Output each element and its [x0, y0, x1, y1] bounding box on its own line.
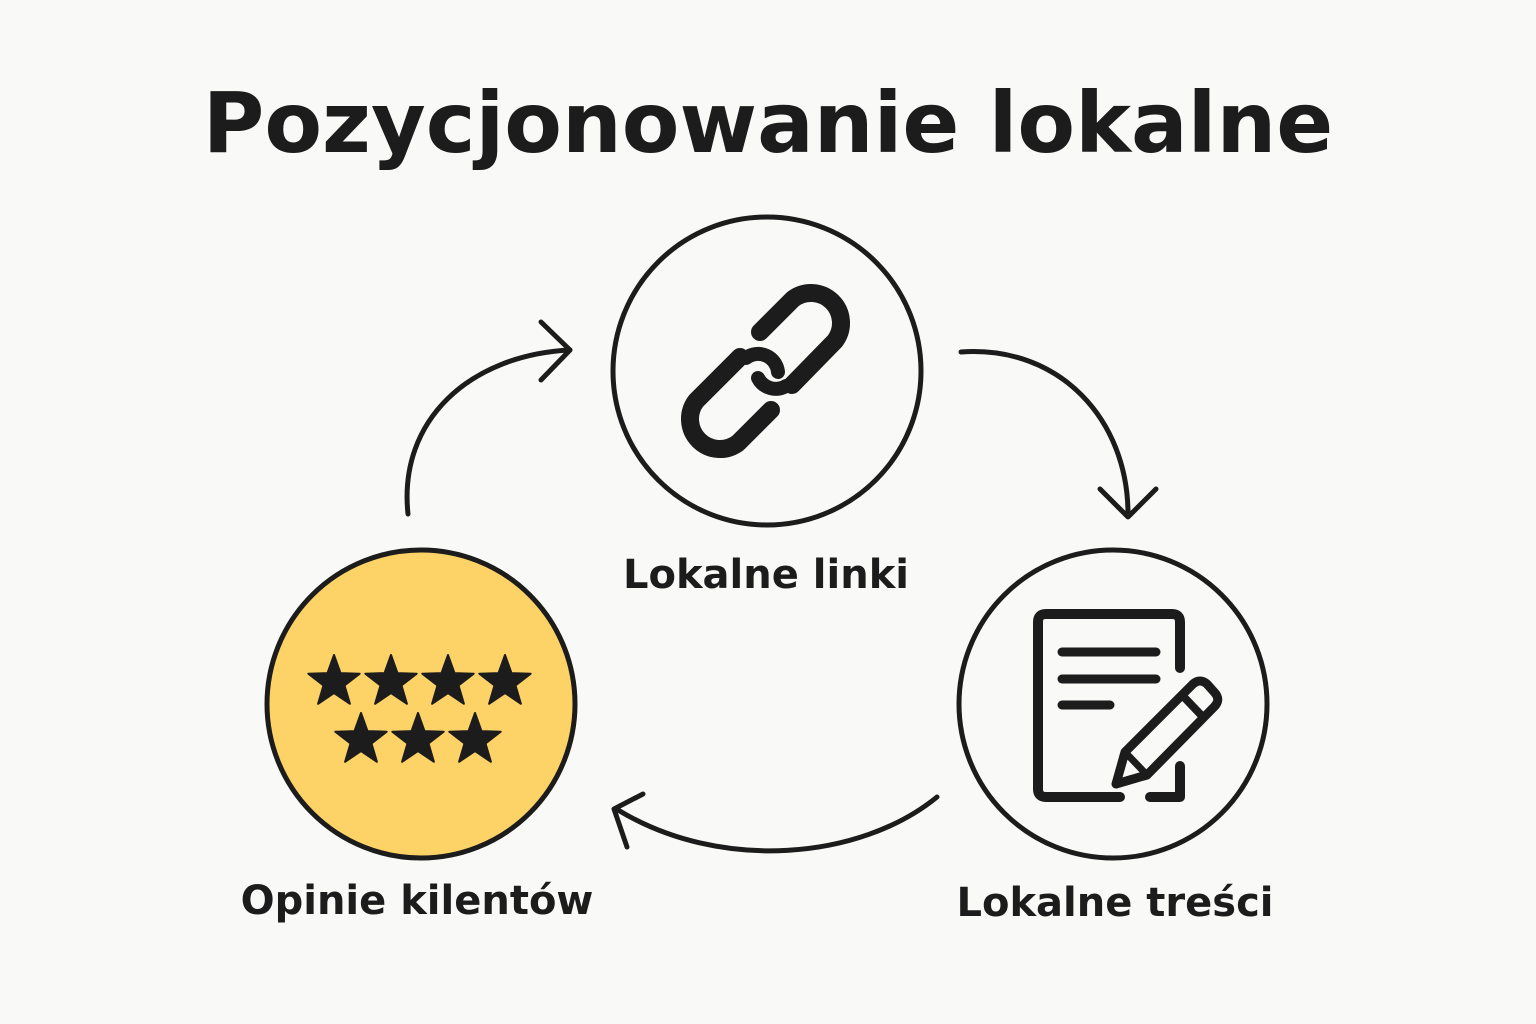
star-icon	[307, 654, 361, 705]
star-icon	[364, 654, 418, 705]
node-reviews-circle	[264, 547, 578, 861]
node-content-label: Lokalne treści	[956, 880, 1274, 926]
star-icon	[478, 654, 532, 705]
star-icon	[448, 712, 502, 763]
arrow-reviews-to-links	[404, 319, 573, 517]
document-edit-icon	[1033, 609, 1223, 802]
node-links-circle	[610, 214, 924, 528]
node-links-label: Lokalne linki	[622, 552, 909, 598]
page-title: Pozycjonowanie lokalne	[202, 74, 1334, 172]
stars-icon	[307, 654, 532, 763]
star-icon	[421, 654, 475, 705]
star-icon	[391, 712, 445, 763]
arrow-links-to-content	[958, 349, 1159, 520]
node-reviews	[264, 547, 578, 861]
node-reviews-label: Opinie kilentów	[240, 878, 594, 924]
arrow-content-to-reviews	[611, 791, 940, 854]
link-icon	[681, 284, 850, 458]
star-icon	[334, 712, 388, 763]
node-links	[610, 214, 924, 528]
node-content	[956, 547, 1270, 861]
